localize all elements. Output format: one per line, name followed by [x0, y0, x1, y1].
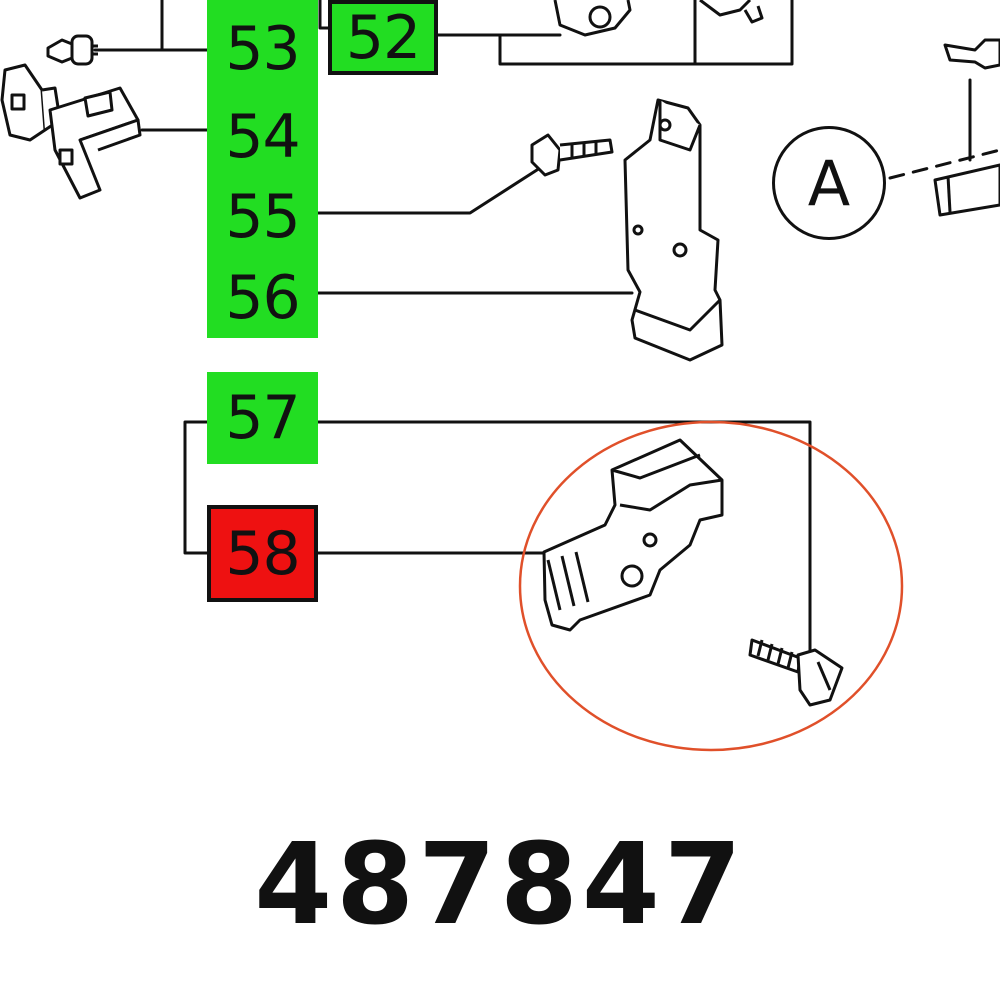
- leader-53-top: [160, 0, 212, 52]
- leader-57-58-bracket: [183, 420, 212, 555]
- thumb-screw-icon: [530, 133, 614, 177]
- detail-callout-a: A: [772, 126, 886, 240]
- screw-icon: [46, 34, 98, 66]
- guide-shoe-icon: [933, 38, 1000, 217]
- fence-plate-icon: [623, 98, 724, 362]
- leader-52: [318, 0, 332, 30]
- part-label-55[interactable]: 55: [207, 177, 318, 257]
- leader-top-frame: [498, 0, 794, 66]
- leader-57: [314, 420, 812, 662]
- leader-55: [314, 166, 542, 215]
- top-cylinder-icon: [553, 0, 764, 37]
- part-label-58[interactable]: 58: [207, 505, 318, 602]
- part-label-57[interactable]: 57: [207, 372, 318, 464]
- part-number: 487847: [254, 820, 746, 950]
- leader-a-dash: [888, 148, 1000, 180]
- part-label-54[interactable]: 54: [207, 97, 318, 177]
- part-label-56[interactable]: 56: [207, 257, 318, 338]
- bolt-icon: [748, 638, 844, 707]
- selection-ring: [518, 420, 904, 752]
- part-label-52[interactable]: 52: [328, 0, 438, 75]
- part-label-53[interactable]: 53: [207, 0, 318, 97]
- bracket-icon: [0, 63, 142, 200]
- clamp-block-icon: [542, 438, 724, 632]
